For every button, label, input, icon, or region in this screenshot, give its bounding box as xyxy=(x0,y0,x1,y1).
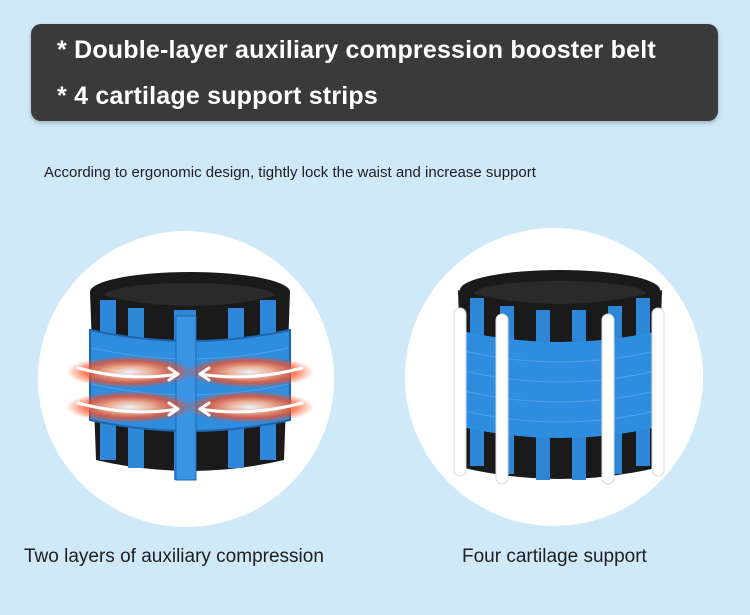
compression-belt-illustration xyxy=(66,272,314,481)
support-strips xyxy=(453,307,665,485)
compression-caption: Two layers of auxiliary compression xyxy=(24,546,324,567)
support-caption: Four cartilage support xyxy=(462,546,647,567)
banner-line-compression: * Double-layer auxiliary compression boo… xyxy=(57,36,656,64)
support-belt-illustration xyxy=(453,270,665,485)
compression-arrows xyxy=(66,356,314,423)
design-description: According to ergonomic design, tightly l… xyxy=(44,164,536,181)
banner-line-strips: * 4 cartilage support strips xyxy=(57,82,378,110)
feature-banner: * Double-layer auxiliary compression boo… xyxy=(31,24,718,121)
